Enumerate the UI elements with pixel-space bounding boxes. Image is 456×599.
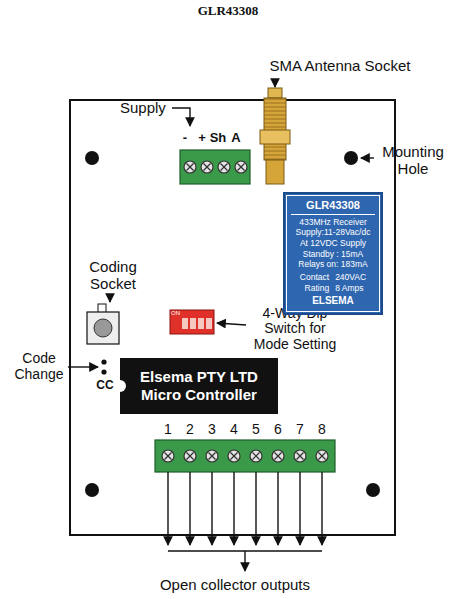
mounting-hole [344,151,358,165]
output-number: 4 [225,421,243,437]
node-text: At 12VDC Supply [291,238,375,249]
coding-socket [87,312,119,344]
output-number: 7 [291,421,309,437]
node-text: Rating [300,283,329,294]
output-terminal-block [155,440,335,472]
coding-socket-label: Coding Socket [76,258,150,293]
supply-label: Supply [120,99,172,116]
node-text: GLR43308 [291,199,375,215]
terminal-pin: + [195,131,209,146]
receiver-sticker: GLR43308 433MHz ReceiverSupply:11-28Vac/d… [283,192,383,315]
sma-socket [260,88,290,184]
output-number: 2 [181,421,199,437]
outputs-label: Open collector outputs [135,576,335,593]
node-text: 433MHz Receiver [291,217,375,228]
node-text: Elsema PTY LTD Micro Controller [124,368,274,404]
node-text: ELSEMA [291,295,375,308]
microcontroller-chip: Elsema PTY LTD Micro Controller [120,358,278,414]
dip-switch [170,310,214,334]
terminal-pin: Sh [208,131,228,146]
output-number: 1 [159,421,177,437]
output-number: 3 [203,421,221,437]
code-change-pin [101,359,106,364]
output-number: 8 [313,421,331,437]
terminal-pin: - [178,131,192,146]
code-change-label: Code Change [10,350,68,382]
node-text: 8 Amps [335,283,366,294]
diagram-title: GLR43308 [128,4,328,19]
mounting-hole [85,151,99,165]
code-change-pin [101,369,106,374]
pcb-board [70,100,395,535]
mounting-hole [366,483,380,497]
mounting-hole-label: Mounting Hole [376,143,450,178]
node-text: Relays on: 183mA [291,259,375,270]
mounting-hole [85,483,99,497]
node-text: Contact [300,272,329,283]
supply-terminal-block [180,150,250,184]
cc-mark: CC [94,379,116,393]
dip-on-mark: ON [171,310,183,316]
output-number: 6 [269,421,287,437]
node-text: 240VAC [335,272,366,283]
output-number: 5 [247,421,265,437]
antenna-label: SMA Antenna Socket [255,57,425,74]
node-text: Standby : 15mA [291,249,375,260]
node-text: Supply:11-28Vac/dc [291,227,375,238]
terminal-pin: A [229,131,243,146]
